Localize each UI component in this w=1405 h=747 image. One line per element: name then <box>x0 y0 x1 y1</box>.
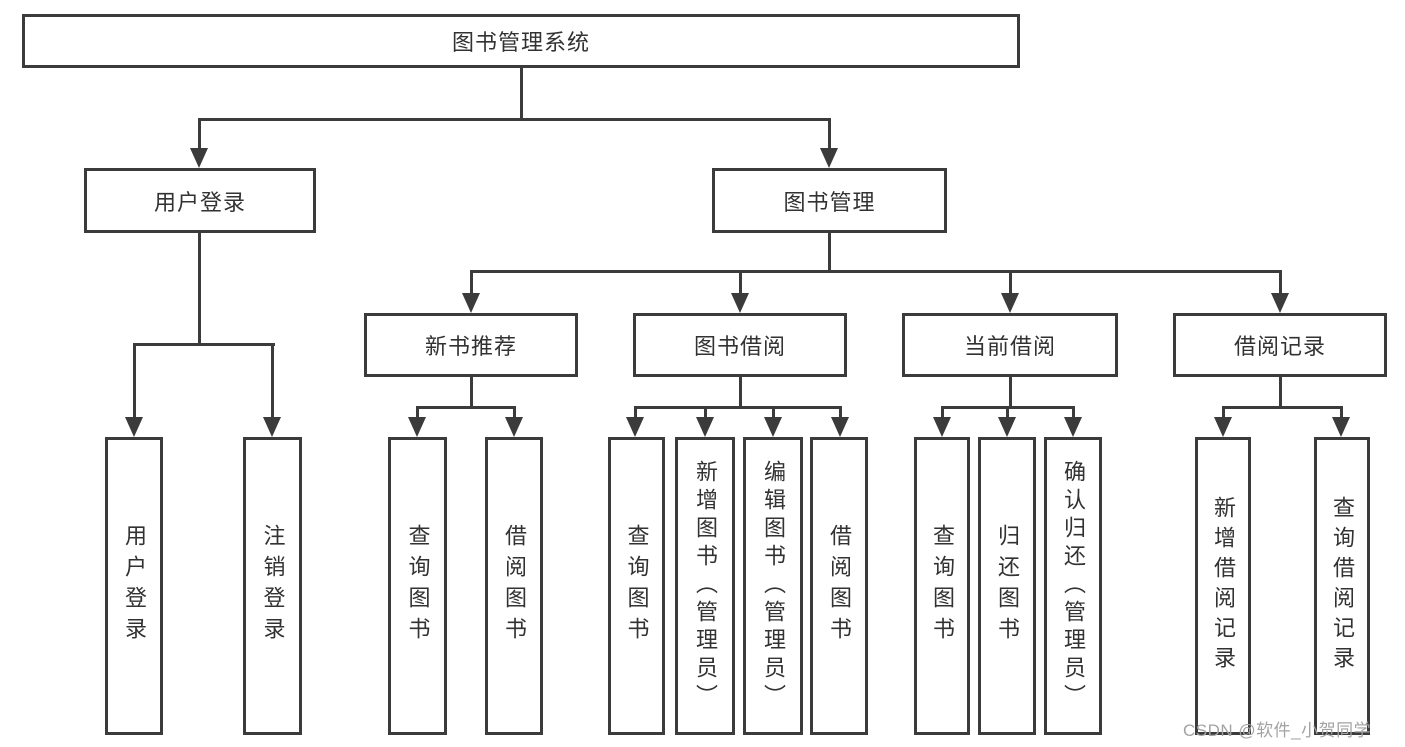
arrow-down-icon <box>731 293 749 313</box>
connector-line <box>1340 406 1343 420</box>
node-book-borrowing: 图书借阅 <box>633 313 847 377</box>
arrow-down-icon <box>190 148 208 168</box>
leaf-current-confirm-return-label: 确认归还（管理员） <box>1061 460 1086 712</box>
leaf-borrowing-edit-book: 编辑图书（管理员） <box>743 437 803 735</box>
connector-line <box>271 343 274 421</box>
node-library-system: 图书管理系统 <box>22 14 1020 68</box>
connector-line <box>704 406 707 420</box>
connector-line <box>828 118 831 152</box>
leaf-user-login-label: 用户登录 <box>122 524 147 648</box>
connector-line <box>133 343 275 346</box>
connector-line <box>634 406 842 409</box>
leaf-records-query-record: 查询借阅记录 <box>1314 437 1370 735</box>
arrow-down-icon <box>1064 417 1082 437</box>
arrow-down-icon <box>696 417 714 437</box>
connector-line <box>1009 377 1012 409</box>
arrow-down-icon <box>933 417 951 437</box>
arrow-down-icon <box>1271 293 1289 313</box>
connector-line <box>739 377 742 409</box>
arrow-down-icon <box>505 417 523 437</box>
leaf-logout-label: 注销登录 <box>260 524 286 648</box>
leaf-records-add-record: 新增借阅记录 <box>1195 437 1251 735</box>
arrow-down-icon <box>831 417 849 437</box>
arrow-down-icon <box>263 417 281 437</box>
leaf-user-login: 用户登录 <box>105 437 163 735</box>
connector-line <box>941 406 944 420</box>
arrow-down-icon <box>626 417 644 437</box>
leaf-current-return-book: 归还图书 <box>978 437 1036 735</box>
leaf-borrowing-query-book-label: 查询图书 <box>624 524 650 648</box>
leaf-borrowing-query-book: 查询图书 <box>608 437 665 735</box>
connector-line <box>416 406 516 409</box>
leaf-newbooks-query-book: 查询图书 <box>388 437 447 735</box>
node-current-borrow: 当前借阅 <box>902 313 1118 377</box>
leaf-borrowing-edit-book-label: 编辑图书（管理员） <box>761 460 786 712</box>
leaf-borrowing-borrow-book: 借阅图书 <box>810 437 868 735</box>
node-new-book-recommend: 新书推荐 <box>364 313 578 377</box>
node-book-borrowing-label: 图书借阅 <box>693 334 786 359</box>
leaf-logout: 注销登录 <box>243 437 302 735</box>
connector-line <box>520 68 523 121</box>
connector-line <box>513 406 516 420</box>
connector-line <box>470 270 1282 273</box>
node-new-book-recommend-label: 新书推荐 <box>424 334 517 359</box>
connector-line <box>772 406 775 420</box>
watermark: CSDN @软件_小贺同学 <box>1183 721 1372 740</box>
leaf-current-query-book-label: 查询图书 <box>930 524 955 648</box>
connector-line <box>416 406 419 420</box>
leaf-current-return-book-label: 归还图书 <box>995 524 1020 648</box>
arrow-down-icon <box>462 293 480 313</box>
node-user-login-label: 用户登录 <box>153 189 246 215</box>
node-borrow-records-label: 借阅记录 <box>1233 334 1326 359</box>
leaf-borrowing-borrow-book-label: 借阅图书 <box>827 524 852 648</box>
connector-line <box>634 406 637 420</box>
arrow-down-icon <box>125 417 143 437</box>
leaf-newbooks-query-book-label: 查询图书 <box>405 524 431 648</box>
node-book-management-label: 图书管理 <box>783 189 876 215</box>
arrow-down-icon <box>1214 417 1232 437</box>
connector-line <box>470 270 473 296</box>
connector-line <box>1072 406 1075 420</box>
leaf-newbooks-borrow-book: 借阅图书 <box>485 437 543 735</box>
arrow-down-icon <box>408 417 426 437</box>
node-book-management: 图书管理 <box>712 168 947 233</box>
connector-line <box>828 233 831 273</box>
connector-line <box>1009 270 1012 296</box>
leaf-newbooks-borrow-book-label: 借阅图书 <box>502 524 527 648</box>
node-borrow-records: 借阅记录 <box>1173 313 1387 377</box>
node-current-borrow-label: 当前借阅 <box>963 334 1056 359</box>
connector-line <box>1222 406 1343 409</box>
leaf-current-query-book: 查询图书 <box>914 437 970 735</box>
leaf-borrowing-add-book: 新增图书（管理员） <box>675 437 735 735</box>
arrow-down-icon <box>764 417 782 437</box>
connector-line <box>1279 377 1282 409</box>
leaf-records-query-record-label: 查询借阅记录 <box>1330 496 1355 676</box>
node-user-login: 用户登录 <box>84 168 316 233</box>
arrow-down-icon <box>1001 293 1019 313</box>
connector-line <box>198 118 831 121</box>
arrow-down-icon <box>820 148 838 168</box>
connector-line <box>739 270 742 296</box>
connector-line <box>470 377 473 409</box>
connector-line <box>1222 406 1225 420</box>
connector-line <box>198 118 201 152</box>
arrow-down-icon <box>1332 417 1350 437</box>
leaf-current-confirm-return: 确认归还（管理员） <box>1044 437 1102 735</box>
connector-line <box>1006 406 1009 420</box>
connector-line <box>839 406 842 420</box>
leaf-borrowing-add-book-label: 新增图书（管理员） <box>693 460 718 712</box>
connector-line <box>1279 270 1282 296</box>
connector-line <box>133 343 136 421</box>
node-library-system-label: 图书管理系统 <box>451 30 590 55</box>
leaf-records-add-record-label: 新增借阅记录 <box>1211 496 1236 676</box>
connector-line <box>198 233 201 345</box>
arrow-down-icon <box>998 417 1016 437</box>
